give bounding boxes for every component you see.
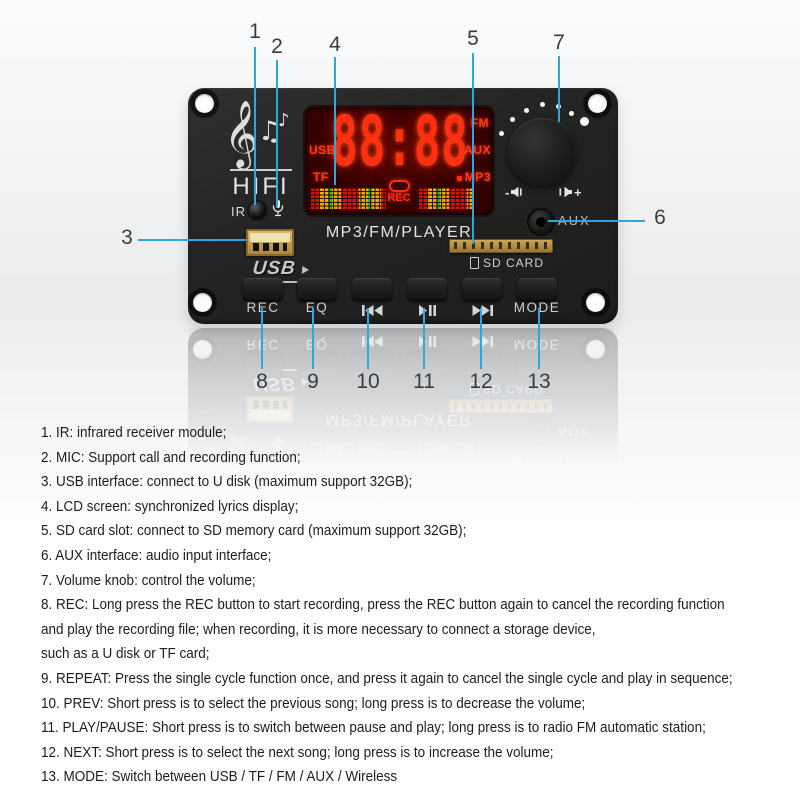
usb-port-tongue xyxy=(250,233,290,242)
next-button xyxy=(462,278,502,301)
knob-scale-dot xyxy=(499,131,504,136)
callout-number-8: 8 xyxy=(256,370,268,393)
volume-down-marking: - xyxy=(505,186,524,200)
volume-knob xyxy=(508,118,576,186)
spectrum-bars-left xyxy=(310,188,386,210)
description-line-13: 13. MODE: Switch between USB / TF / FM /… xyxy=(41,768,398,786)
usb-port-pins xyxy=(253,243,287,251)
knob-scale-dot xyxy=(556,104,561,109)
eq-button-label: EQ xyxy=(305,300,329,315)
description-line-9: 9. REPEAT: Press the single cycle functi… xyxy=(41,669,733,687)
callout-number-2: 2 xyxy=(271,35,283,58)
callout-number-9: 9 xyxy=(307,370,319,393)
description-line-4: 4. LCD screen: synchronized lyrics displ… xyxy=(41,497,299,515)
infrared-receiver xyxy=(249,202,266,219)
callout-number-3: 3 xyxy=(121,226,133,249)
mounting-hole xyxy=(193,293,212,312)
usb-port xyxy=(246,229,294,256)
description-line-10: 10. PREV: Short press is to select the p… xyxy=(41,694,586,712)
description-line-3: 3. USB interface: connect to U disk (max… xyxy=(41,473,413,491)
description-line-11: 11. PLAY/PAUSE: Short press is to switch… xyxy=(41,719,706,737)
sd-card-icon xyxy=(470,257,479,269)
description-line-5: 5. SD card slot: connect to SD memory ca… xyxy=(41,522,467,540)
mounting-hole xyxy=(195,94,214,113)
lcd-decimal-dot xyxy=(457,176,462,181)
mounting-hole xyxy=(588,94,607,113)
description-line-8b: and play the recording file; when record… xyxy=(41,620,596,638)
rec-button-label: REC xyxy=(246,300,280,315)
prev-button xyxy=(352,278,392,301)
lcd-digits: 88:88 xyxy=(331,102,469,182)
minus-sign: - xyxy=(505,185,510,200)
repeat-loop-icon xyxy=(389,180,410,192)
lcd-fm-label: FM xyxy=(470,116,489,130)
mode-button-label: MODE xyxy=(513,300,561,315)
lcd-tf-label: TF xyxy=(313,170,329,184)
previous-track-icon xyxy=(352,303,392,321)
callout-number-7: 7 xyxy=(553,31,565,54)
rec-button xyxy=(243,278,283,301)
screen-caption: MP3/FM/PLAYER xyxy=(325,224,473,241)
spectrum-bars-right xyxy=(418,188,474,210)
callout-number-6: 6 xyxy=(654,206,666,229)
mode-button xyxy=(517,278,557,301)
callout-number-11: 11 xyxy=(413,370,435,393)
description-line-2: 2. MIC: Support call and recording funct… xyxy=(41,448,301,466)
knob-scale-dot xyxy=(510,117,515,122)
logo-underline xyxy=(230,169,292,171)
callout-number-5: 5 xyxy=(467,27,479,50)
play-pause-button xyxy=(407,278,447,301)
callout-number-4: 4 xyxy=(329,33,341,56)
knob-scale-dot xyxy=(569,111,574,116)
play-pause-icon xyxy=(407,303,447,321)
mounting-hole xyxy=(586,293,605,312)
eq-button xyxy=(297,278,337,301)
ir-label: IR xyxy=(231,204,246,219)
sd-card-label: SD CARD xyxy=(470,256,544,270)
brand-label: HIFI xyxy=(232,173,290,200)
sd-card-slot xyxy=(449,239,553,253)
knob-scale-dot xyxy=(580,117,589,126)
microphone-icon xyxy=(272,200,284,217)
description-line-12: 12. NEXT: Short press is to select the n… xyxy=(41,743,554,761)
description-list: 1. IR: infrared receiver module; 2. MIC:… xyxy=(41,421,800,790)
speaker-plus-icon xyxy=(559,186,572,200)
aux-jack xyxy=(529,210,553,234)
next-track-icon xyxy=(462,303,502,321)
volume-up-marking: + xyxy=(559,186,582,200)
lcd-rec-indicator: REC xyxy=(387,192,411,204)
lcd-mp3-label: MP3 xyxy=(464,170,491,184)
description-line-7: 7. Volume knob: control the volume; xyxy=(41,571,256,589)
aux-label: AUX xyxy=(558,213,591,228)
description-line-8c: such as a U disk or TF card; xyxy=(41,645,210,663)
lcd-screen: 88:88 USB TF FM AUX MP3 REC xyxy=(305,107,493,215)
description-line-6: 6. AUX interface: audio input interface; xyxy=(41,546,272,564)
knob-scale-dot xyxy=(540,102,545,107)
callout-number-1: 1 xyxy=(249,20,261,43)
speaker-minus-icon xyxy=(511,186,524,200)
treble-clef-music-notes-icon: 𝄞 ♫ ♪ xyxy=(224,99,290,167)
callout-number-10: 10 xyxy=(356,370,380,393)
sd-card-label-text: SD CARD xyxy=(483,256,545,270)
plus-sign: + xyxy=(574,185,582,200)
mp3-decoder-board: 𝄞 ♫ ♪ HIFI IR 88:88 USB TF FM AUX MP3 xyxy=(188,88,618,324)
callout-number-13: 13 xyxy=(527,370,551,393)
callout-number-12: 12 xyxy=(469,370,493,393)
knob-scale-dot xyxy=(524,108,529,113)
lcd-aux-label: AUX xyxy=(464,143,491,157)
description-line-8: 8. REC: Long press the REC button to sta… xyxy=(41,596,725,614)
lcd-usb-label: USB xyxy=(309,143,336,157)
description-line-1: 1. IR: infrared receiver module; xyxy=(41,424,227,441)
